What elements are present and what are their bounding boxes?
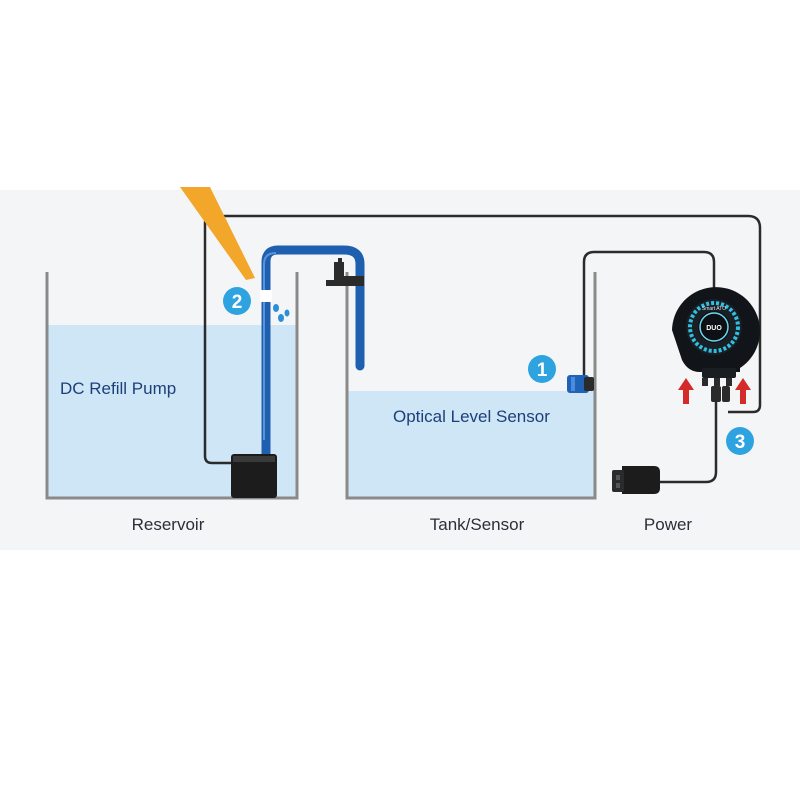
ato-controller	[672, 287, 760, 378]
reservoir-label: Reservoir	[132, 515, 205, 534]
tank-water	[347, 391, 595, 498]
tank-walls	[345, 272, 597, 500]
step-badge-2	[223, 287, 251, 315]
step-number-1: 1	[537, 360, 548, 381]
sensor-label: Optical Level Sensor	[393, 407, 550, 426]
power-label: Power	[644, 515, 693, 534]
up-arrow-icon	[735, 378, 751, 404]
water-drop	[273, 304, 279, 312]
step-number-2: 2	[232, 292, 243, 313]
pump-label: DC Refill Pump	[60, 379, 176, 398]
up-arrow-icon	[678, 378, 694, 404]
water-drop	[284, 309, 290, 317]
controller-center-text: DUO	[706, 325, 722, 332]
optical-sensor-icon	[567, 375, 594, 393]
step-badge-1	[528, 355, 556, 383]
pipe-holder-clip	[326, 258, 364, 286]
controller-brand: Smart ATO	[702, 306, 726, 312]
step-number-3: 3	[735, 432, 746, 453]
flash-icon	[180, 187, 255, 280]
reservoir-walls	[45, 272, 299, 500]
power-adapter-icon	[612, 466, 660, 494]
refill-pipe-highlight	[263, 252, 277, 440]
step-badge-3	[726, 427, 754, 455]
water-drop	[278, 314, 284, 322]
pump-controller-wire	[203, 214, 762, 465]
dc-refill-pump-icon	[231, 454, 277, 498]
pipe-cut-band	[260, 290, 272, 302]
sensor-controller-wire	[582, 250, 716, 375]
tank-label: Tank/Sensor	[430, 515, 525, 534]
controller-ports	[702, 378, 732, 402]
power-cord	[660, 400, 718, 484]
